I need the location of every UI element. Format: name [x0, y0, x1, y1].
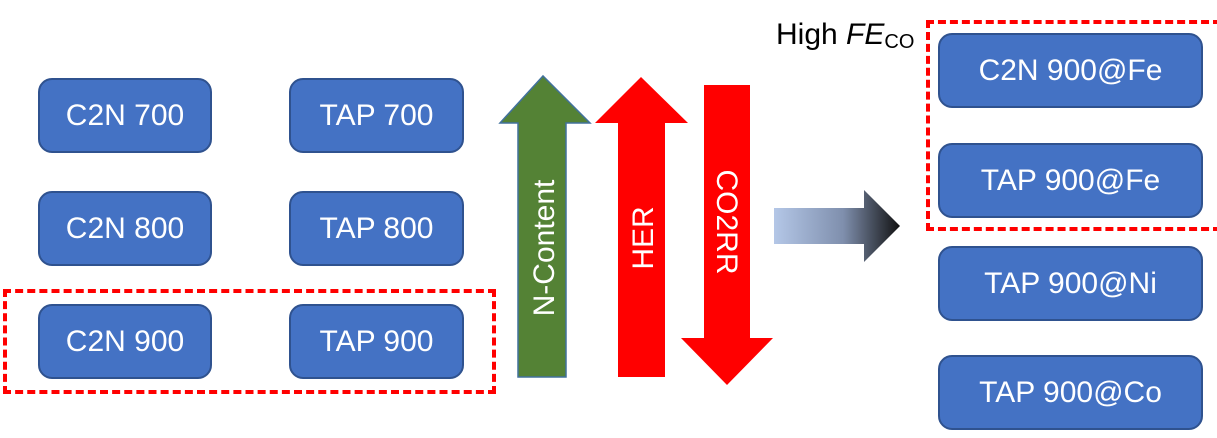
- sample-box-tap-900-fe: TAP 900@Fe: [938, 143, 1203, 218]
- her-arrow: [595, 77, 688, 377]
- gradient-arrow: [774, 190, 900, 262]
- sample-box-tap-900: TAP 900: [289, 304, 464, 379]
- sample-box-c2n-900: C2N 900: [38, 304, 212, 379]
- high-fe-dashed-frame: [926, 20, 1217, 231]
- sample-box-c2n-700: C2N 700: [38, 78, 212, 153]
- fe-symbol: FE: [846, 18, 885, 51]
- n-content-label: N-Content: [528, 179, 561, 316]
- high-fe-co-label: High FECO: [776, 18, 914, 54]
- sample-box-tap-800: TAP 800: [289, 191, 464, 266]
- n-content-arrow: [498, 74, 592, 378]
- sample-box-c2n-800: C2N 800: [38, 191, 212, 266]
- highlight-900-dashed-frame: [3, 289, 496, 394]
- co2rr-arrow: [681, 85, 773, 385]
- co-subscript: CO: [884, 31, 915, 53]
- sample-box-tap-900-co: TAP 900@Co: [938, 355, 1203, 430]
- sample-box-c2n-900-fe: C2N 900@Fe: [938, 33, 1203, 108]
- high-prefix: High: [776, 18, 847, 51]
- her-label: HER: [627, 206, 660, 269]
- sample-box-tap-700: TAP 700: [289, 78, 464, 153]
- sample-box-tap-900-ni: TAP 900@Ni: [938, 246, 1203, 321]
- co2rr-label: CO2RR: [710, 169, 743, 274]
